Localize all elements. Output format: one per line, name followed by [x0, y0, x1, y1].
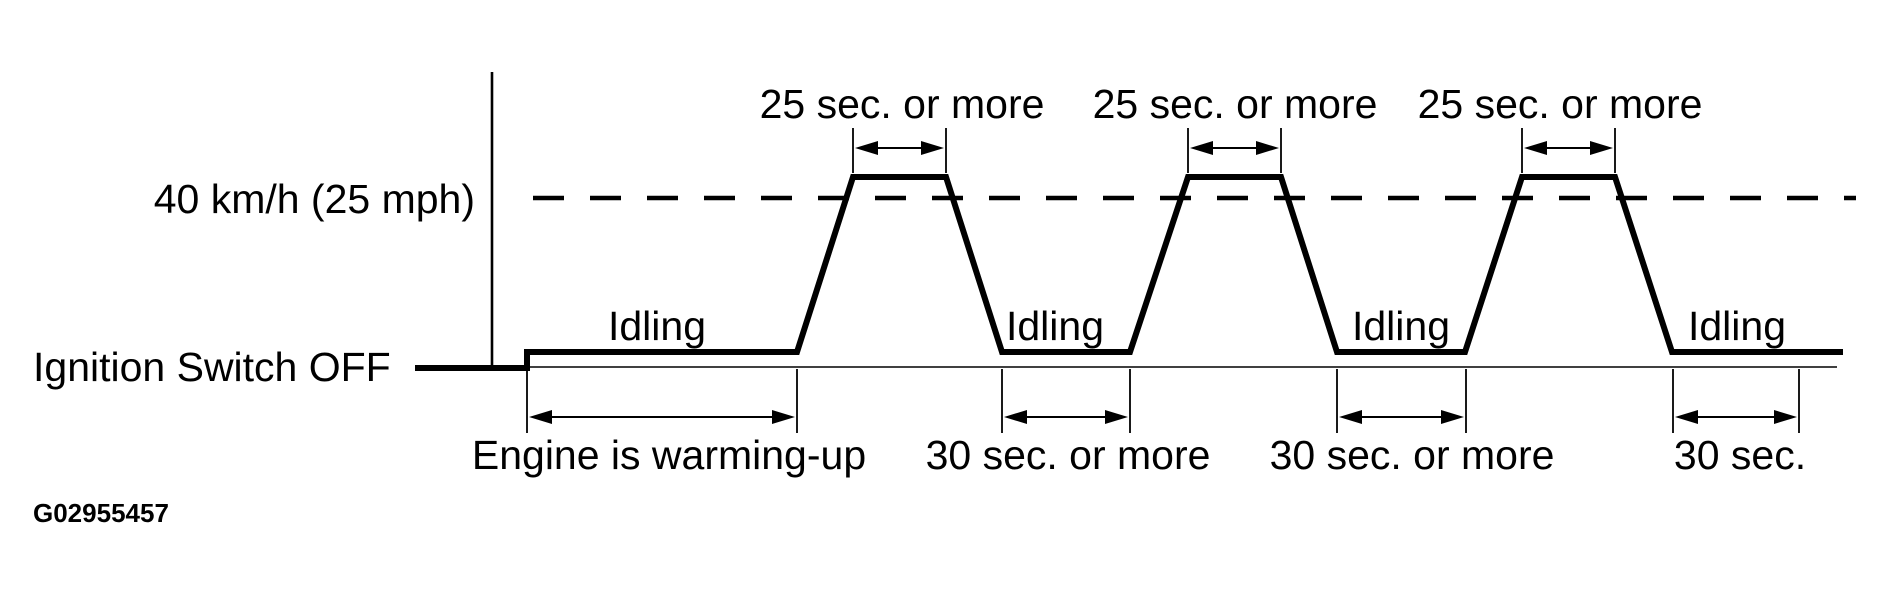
drive-duration-label-1: 25 sec. or more [759, 81, 1045, 127]
drive-duration-label-3: 25 sec. or more [1417, 81, 1703, 127]
arrowhead-left [855, 141, 878, 155]
arrowhead-left [1524, 141, 1547, 155]
arrowhead-right [1256, 141, 1279, 155]
dimension-idle-1 [1001, 369, 1131, 433]
dimension-warmup [526, 369, 798, 433]
arrowhead-left [1339, 410, 1362, 424]
arrowhead-right [1441, 410, 1464, 424]
idling-label-2: Idling [1005, 303, 1105, 349]
figure-code: G02955457 [33, 498, 169, 528]
arrowhead-right [1774, 410, 1797, 424]
dimension-drive-peak-3 [1521, 128, 1616, 173]
idle-duration-label-2: 30 sec. or more [1269, 432, 1555, 478]
speed-trace [415, 174, 1843, 371]
warmup-duration-label: Engine is warming-up [471, 432, 867, 478]
idling-label-1: Idling [607, 303, 707, 349]
idle-duration-label-1: 30 sec. or more [925, 432, 1211, 478]
arrowhead-left [1004, 410, 1027, 424]
dimension-idle-3 [1672, 369, 1800, 433]
speed-reference-label: 40 km/h (25 mph) [153, 176, 475, 222]
arrowhead-left [1190, 141, 1213, 155]
arrowhead-right [921, 141, 944, 155]
dimension-idle-2 [1336, 369, 1467, 433]
idling-label-3: Idling [1351, 303, 1451, 349]
arrowhead-right [1105, 410, 1128, 424]
baseline-label: Ignition Switch OFF [33, 344, 391, 390]
idling-label-4: Idling [1687, 303, 1787, 349]
arrowhead-left [1675, 410, 1698, 424]
arrowhead-right [772, 410, 795, 424]
arrowhead-right [1590, 141, 1613, 155]
arrowhead-left [529, 410, 552, 424]
dimension-drive-peak-1 [852, 128, 947, 173]
dimension-drive-peak-2 [1187, 128, 1282, 173]
drive-duration-label-2: 25 sec. or more [1092, 81, 1378, 127]
idle-duration-label-3: 30 sec. [1673, 432, 1807, 478]
